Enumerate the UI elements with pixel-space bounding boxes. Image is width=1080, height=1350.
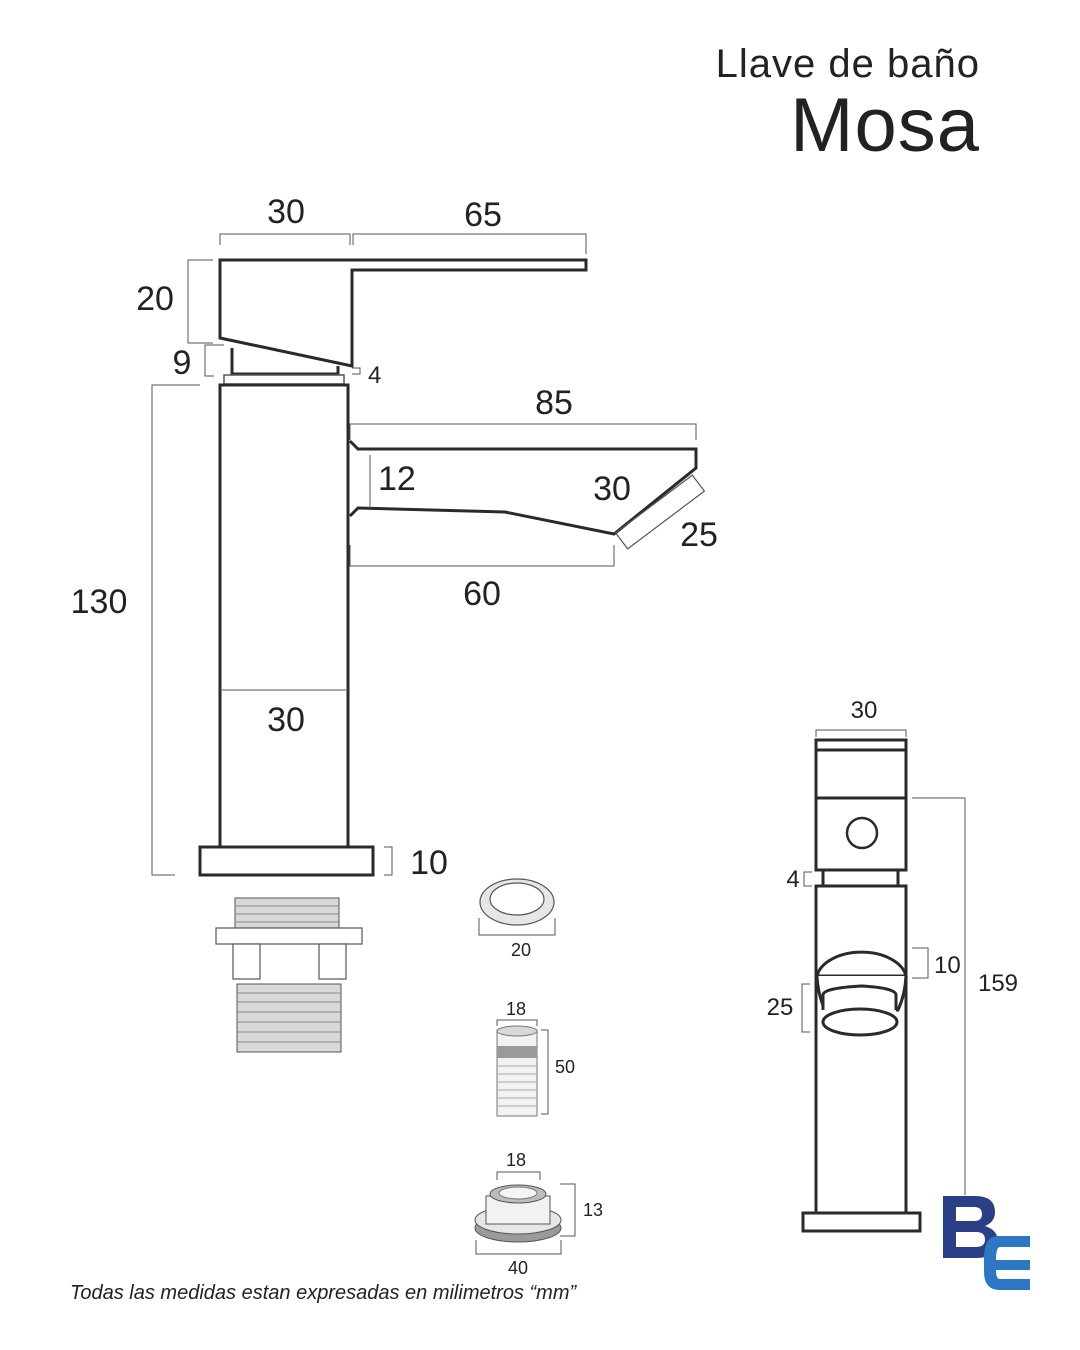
product-subtitle: Llave de baño xyxy=(715,42,980,86)
faucet-base xyxy=(198,845,375,877)
dim-total-height: 159 xyxy=(978,970,1018,997)
dim-hose-length: 50 xyxy=(555,1057,575,1077)
side-view: 30 65 20 9 4 85 12 30 25 60 130 30 10 xyxy=(71,193,718,882)
dim-front-gap: 4 xyxy=(786,866,799,893)
product-title: Mosa xyxy=(790,83,980,168)
hose-part: 18 50 xyxy=(496,999,575,1117)
washer-part: 20 xyxy=(478,878,556,960)
dim-spout-thickness: 12 xyxy=(378,460,416,498)
dim-spout-bottom-length: 60 xyxy=(463,575,501,613)
dim-hose-diameter: 18 xyxy=(506,999,526,1019)
spout xyxy=(348,439,698,536)
aerator xyxy=(614,474,706,550)
dim-body-height: 130 xyxy=(71,583,128,621)
dim-outlet-diameter: 25 xyxy=(767,994,794,1021)
dim-front-width: 30 xyxy=(851,697,878,724)
dim-spout-tip-width: 25 xyxy=(680,516,718,554)
cartridge-ring xyxy=(223,374,345,385)
dim-outlet-height: 10 xyxy=(934,952,961,979)
brand-logo xyxy=(943,1196,1030,1290)
dim-handle-height: 20 xyxy=(136,280,174,318)
dim-base-height: 10 xyxy=(410,844,448,882)
dim-body-width: 30 xyxy=(267,701,305,739)
dim-spout-length: 85 xyxy=(535,384,573,422)
dim-nut-height: 13 xyxy=(583,1200,603,1220)
dim-gap: 4 xyxy=(368,362,381,389)
dim-cartridge-height: 9 xyxy=(173,344,192,382)
dim-lever-length: 65 xyxy=(464,196,502,234)
dim-washer-diameter: 20 xyxy=(511,940,531,960)
faucet-body xyxy=(218,383,350,849)
footnote: Todas las medidas estan expresadas en mi… xyxy=(70,1282,577,1304)
mounting-hardware xyxy=(215,897,363,1053)
dim-spout-tip-angle: 30 xyxy=(593,470,631,508)
dim-nut-inner: 18 xyxy=(506,1150,526,1170)
dim-nut-outer: 40 xyxy=(508,1258,528,1278)
cartridge xyxy=(230,348,340,376)
handle-lever xyxy=(218,258,588,368)
dim-handle-width: 30 xyxy=(267,193,305,231)
front-view: 30 4 10 25 159 xyxy=(767,697,1018,1233)
nut-part: 18 13 40 xyxy=(474,1150,603,1278)
